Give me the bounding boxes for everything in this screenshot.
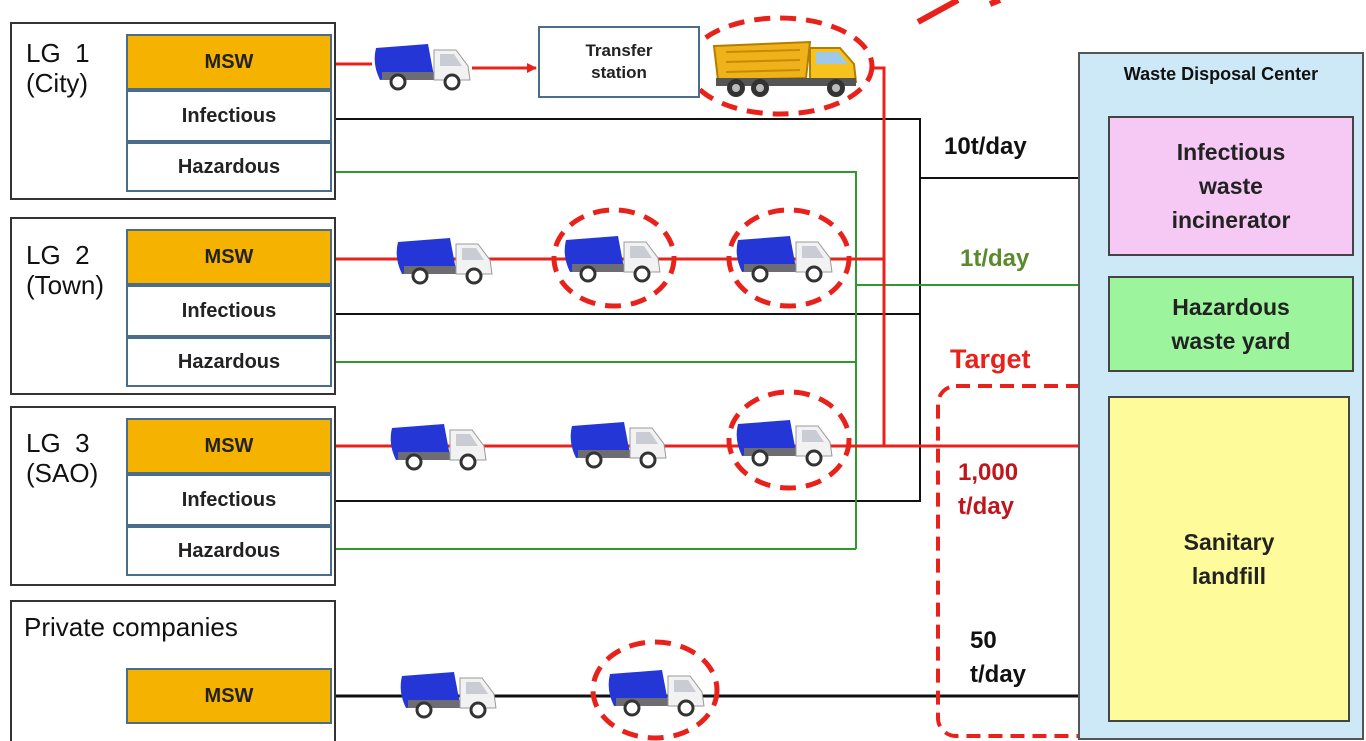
source-lg1-title: LG 1 (City) — [26, 38, 90, 98]
hazardous-flow-lines — [332, 171, 1107, 550]
target-label: Target — [950, 344, 1031, 374]
lg1-infectious-cell: Infectious — [126, 90, 332, 142]
transfer-station: Transfer station — [538, 26, 700, 98]
lg3-hazardous-cell: Hazardous — [126, 526, 332, 576]
garbage-truck-icon — [570, 422, 667, 469]
callout-arrow-stroke — [988, 0, 1002, 7]
infectious-waste-incinerator: Infectious waste incinerator — [1108, 116, 1354, 256]
lg3-infectious-cell: Infectious — [126, 474, 332, 526]
callout-arrow-stroke — [916, 0, 960, 25]
source-lg2-title: LG 2 (Town) — [26, 240, 105, 300]
garbage-truck-icon — [390, 424, 487, 471]
lg1-msw-cell: MSW — [126, 34, 332, 90]
private-msw-cell: MSW — [126, 668, 332, 724]
dump-truck-icon — [712, 40, 858, 97]
lg2-infectious-cell: Infectious — [126, 285, 332, 337]
waste-disposal-center-title: Waste Disposal Center — [1123, 64, 1319, 84]
garbage-truck-icon — [396, 238, 493, 285]
garbage-truck-icon — [736, 420, 833, 467]
garbage-truck-icon — [374, 44, 471, 91]
source-private-title: Private companies — [24, 612, 238, 642]
lg2-msw-cell: MSW — [126, 229, 332, 285]
lg2-hazardous-cell: Hazardous — [126, 337, 332, 387]
hazardous-waste-yard: Hazardous waste yard — [1108, 276, 1354, 372]
garbage-truck-icon — [564, 236, 661, 283]
sanitary-landfill: Sanitary landfill — [1108, 396, 1350, 722]
garbage-truck-icon — [608, 670, 705, 717]
source-lg3-title: LG 3 (SAO) — [26, 428, 99, 488]
infectious-flow-label: 10t/day — [944, 133, 1027, 160]
hazardous-flow-label: 1t/day — [960, 245, 1030, 272]
msw-flow-label: 1,000 t/day — [958, 459, 1019, 520]
lg3-msw-cell: MSW — [126, 418, 332, 474]
garbage-truck-icon — [400, 672, 497, 719]
lg1-hazardous-cell: Hazardous — [126, 142, 332, 192]
garbage-truck-icon — [736, 236, 833, 283]
private-flow-label: 50 t/day — [970, 627, 1027, 688]
highlight-ellipses — [551, 15, 875, 741]
